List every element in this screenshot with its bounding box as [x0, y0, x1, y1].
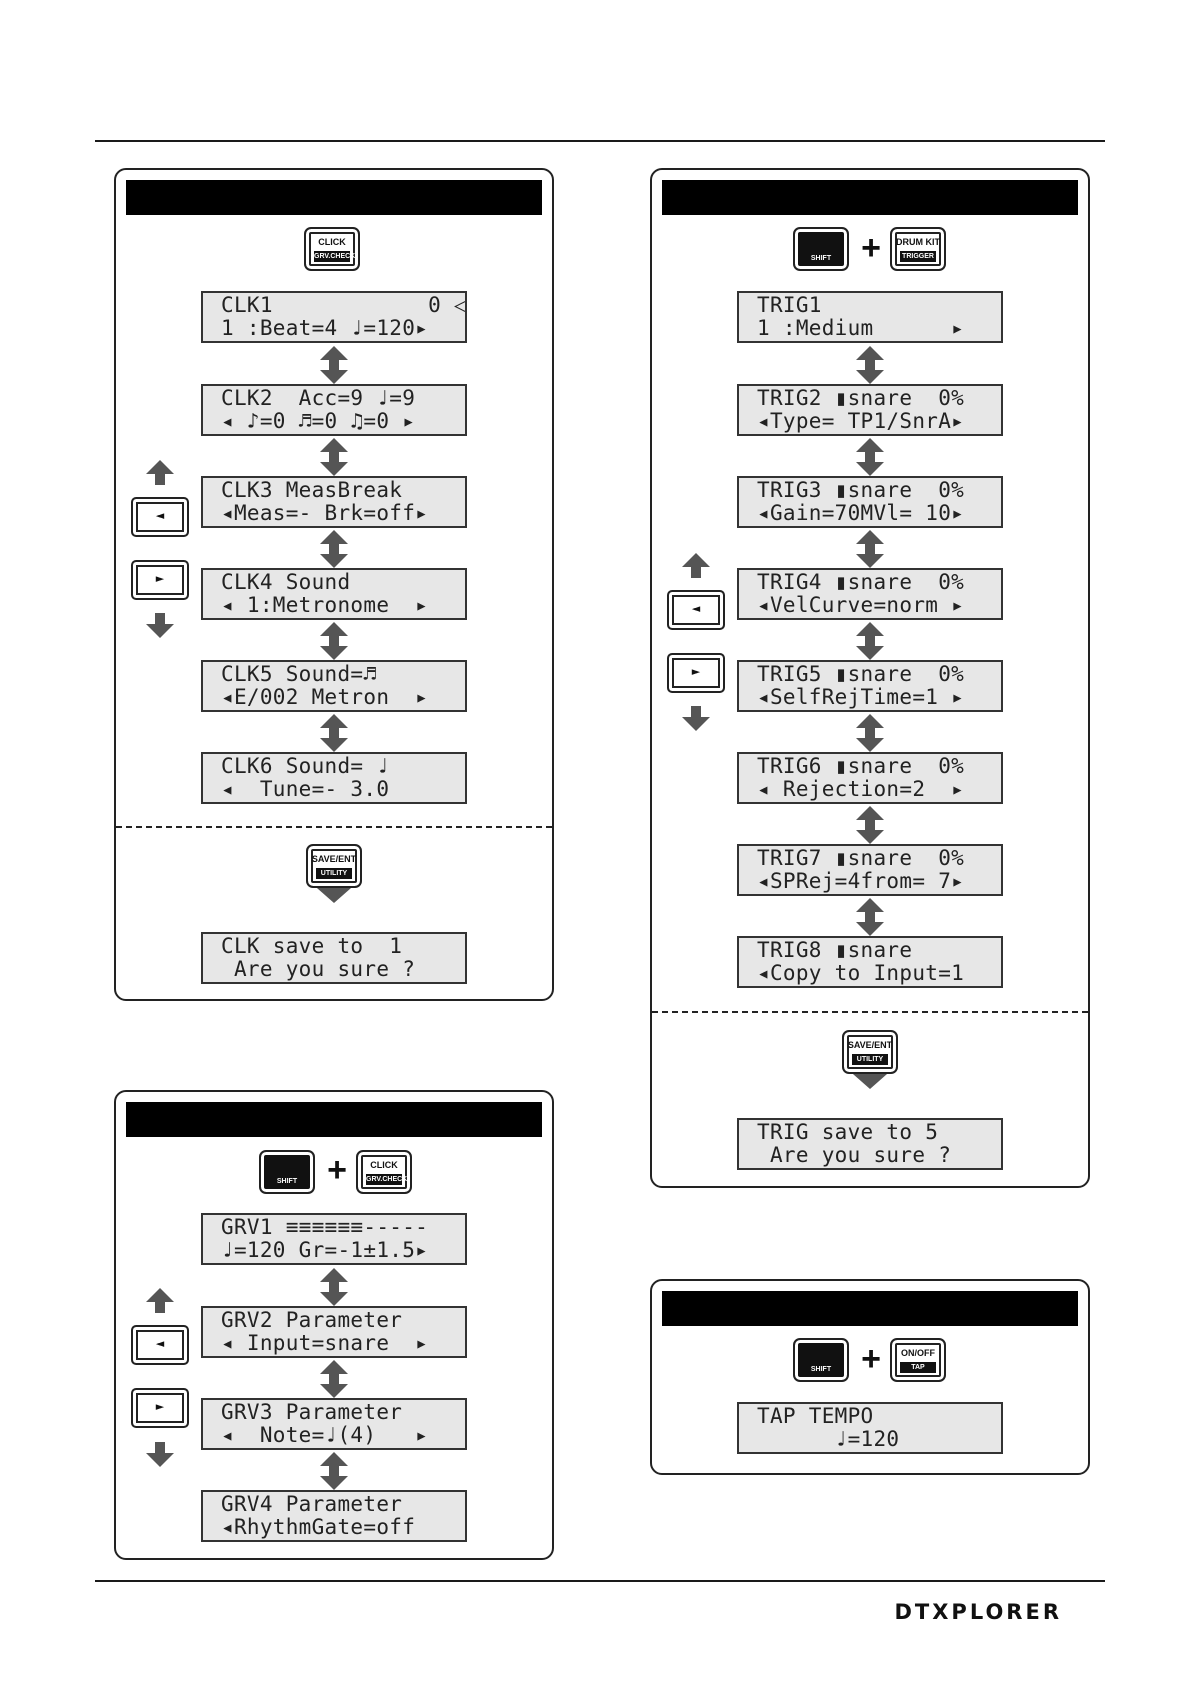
- lcd-trig2: TRIG2 ▮snare 0%◂Type= TP1/SnrA▸: [737, 384, 1003, 436]
- lcd-trig5: TRIG5 ▮snare 0%◂SelfRejTime=1 ▸: [737, 660, 1003, 712]
- lcd-grv2: GRV2 Parameter◂ Input=snare ▸: [201, 1306, 467, 1358]
- lcd-clk6: CLK6 Sound= ♩◂ Tune=- 3.0: [201, 752, 467, 804]
- shift-button[interactable]: SHIFT: [793, 1338, 849, 1382]
- lcd-trig-save: TRIG save to 5 Are you sure ?: [737, 1118, 1003, 1170]
- groove-panel-header: [126, 1102, 542, 1137]
- click-button[interactable]: CLICK GRV.CHECK: [356, 1150, 412, 1194]
- click-dashed-divider: [116, 826, 552, 828]
- trigger-dashed-divider: [652, 1011, 1088, 1013]
- bottom-rule: [95, 1580, 1105, 1582]
- tap-tempo-panel-header: [662, 1291, 1078, 1326]
- lcd-clk4: CLK4 Sound◂ 1:Metronome ▸: [201, 568, 467, 620]
- trigger-panel-header: [662, 180, 1078, 215]
- save-ent-button[interactable]: SAVE/ENT UTILITY: [842, 1030, 898, 1074]
- save-ent-button[interactable]: SAVE/ENT UTILITY: [306, 844, 362, 888]
- top-rule: [95, 140, 1105, 142]
- click-panel-header: [126, 180, 542, 215]
- on-off-tap-button[interactable]: ON/OFF TAP: [890, 1338, 946, 1382]
- lcd-clk2: CLK2 Acc=9 ♩=9◂ ♪=0 ♬=0 ♫=0 ▸: [201, 384, 467, 436]
- plus-sign: +: [861, 229, 881, 267]
- right-nav-button[interactable]: ►: [131, 1388, 189, 1428]
- plus-sign: +: [327, 1151, 347, 1189]
- lcd-trig7: TRIG7 ▮snare 0%◂SPRej=4from= 7▸: [737, 844, 1003, 896]
- lcd-clk1: CLK1 0 ◁ǀǀ1 :Beat=4 ♩=120▸: [201, 291, 467, 343]
- lcd-tap-tempo: TAP TEMPO ♩=120: [737, 1402, 1003, 1454]
- lcd-trig8: TRIG8 ▮snare◂Copy to Input=1: [737, 936, 1003, 988]
- lcd-clk5: CLK5 Sound=♬◂E/002 Metron ▸: [201, 660, 467, 712]
- click-button-sublabel: GRV.CHECK: [314, 251, 356, 262]
- lcd-grv3: GRV3 Parameter◂ Note=♩(4) ▸: [201, 1398, 467, 1450]
- drum-kit-button[interactable]: DRUM KIT TRIGGER: [890, 227, 946, 271]
- lcd-trig3: TRIG3 ▮snare 0%◂Gain=70MVl= 10▸: [737, 476, 1003, 528]
- lcd-clk3: CLK3 MeasBreak◂Meas=- Brk=off▸: [201, 476, 467, 528]
- brand-logo: DTXPLORER: [894, 1600, 1062, 1624]
- lcd-trig6: TRIG6 ▮snare 0%◂ Rejection=2 ▸: [737, 752, 1003, 804]
- right-nav-button[interactable]: ►: [667, 653, 725, 693]
- shift-button[interactable]: SHIFT: [259, 1150, 315, 1194]
- lcd-trig4: TRIG4 ▮snare 0%◂VelCurve=norm ▸: [737, 568, 1003, 620]
- left-nav-button[interactable]: ◄: [667, 590, 725, 630]
- click-button-label: CLICK: [318, 237, 346, 247]
- lcd-grv1: GRV1 ≡≡≡≡≡≡-----♩=120 Gr=-1±1.5▸: [201, 1213, 467, 1265]
- left-nav-button[interactable]: ◄: [131, 1325, 189, 1365]
- plus-sign: +: [861, 1340, 881, 1378]
- left-nav-button[interactable]: ◄: [131, 497, 189, 537]
- click-button[interactable]: CLICK GRV.CHECK: [304, 227, 360, 271]
- shift-button[interactable]: SHIFT: [793, 227, 849, 271]
- right-nav-button[interactable]: ►: [131, 560, 189, 600]
- lcd-clk-save: CLK save to 1 Are you sure ?: [201, 932, 467, 984]
- lcd-grv4: GRV4 Parameter◂RhythmGate=off: [201, 1490, 467, 1542]
